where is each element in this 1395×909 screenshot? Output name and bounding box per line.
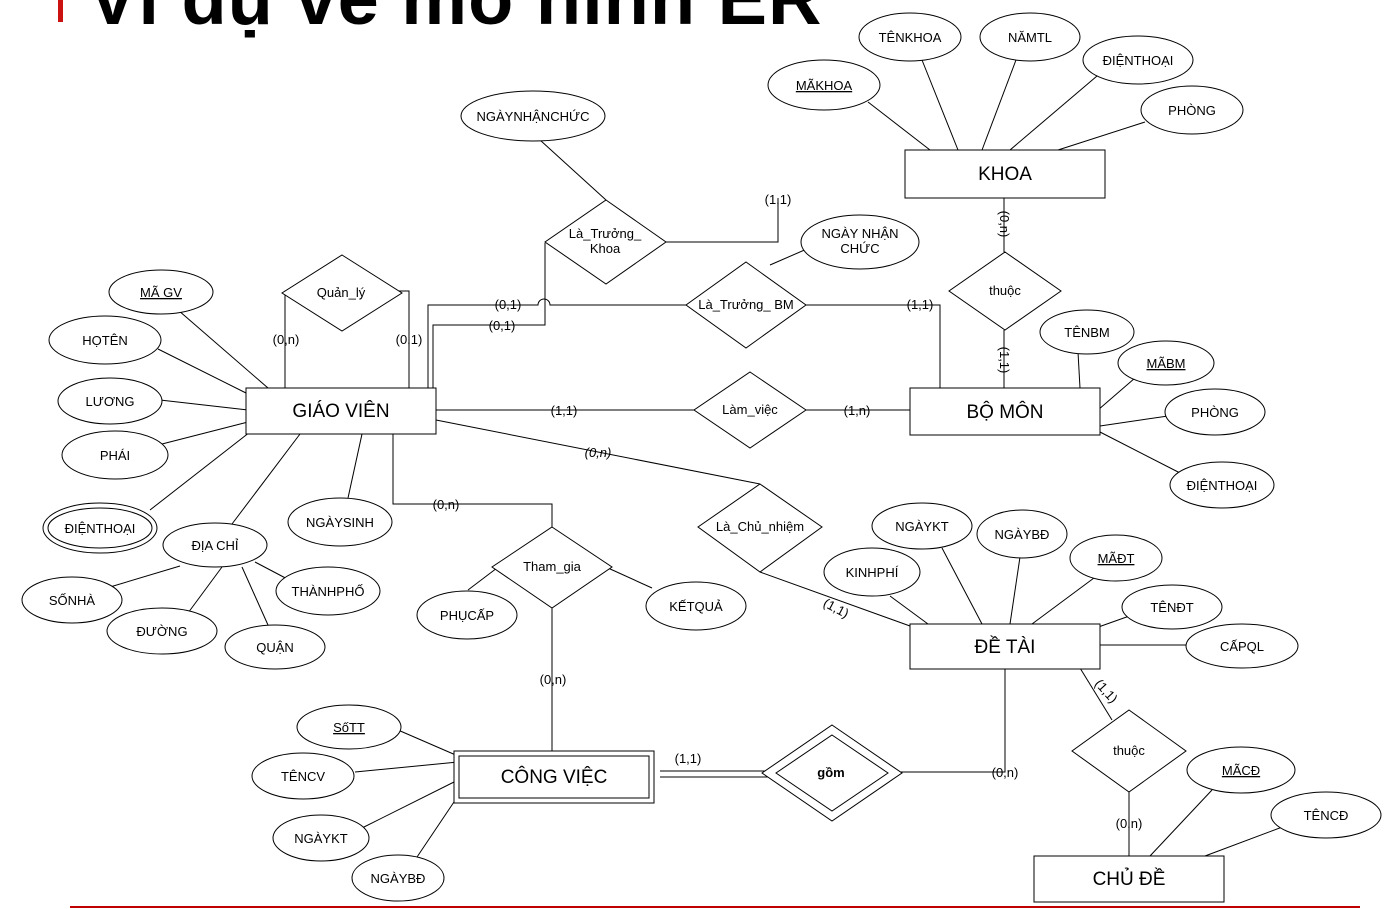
relationship-thuoc-khoa-label: thuộc [989, 283, 1021, 298]
card-thuoc-dt: (1,1) [1092, 676, 1121, 706]
entity-de-tai: ĐỀ TÀI [909, 623, 1101, 670]
entity-bo-mon-label: BỘ MÔN [966, 401, 1043, 423]
entity-khoa-label: KHOA [978, 164, 1032, 185]
attr-khoa-phong: PHÒNG [1168, 103, 1216, 118]
entity-cong-viec: CÔNG VIỆC [453, 750, 655, 804]
attr-ngay-nhan-chuc: NGÀYNHẬNCHỨC [477, 109, 590, 124]
relationship-quan-ly-label: Quản_lý [317, 285, 366, 300]
attr-kinh-phi: KINHPHÍ [846, 565, 899, 580]
relationship-quan-ly: Quản_lý [281, 254, 403, 332]
relationship-lam-viec-label: Làm_việc [722, 402, 778, 417]
attr-ma-khoa: MÃKHOA [796, 78, 853, 93]
attr-ngay-sinh: NGÀYSINH [306, 515, 374, 530]
attr-quan: QUẬN [256, 640, 294, 655]
relationship-la-truong-bm: Là_Trưởng_ BM [685, 261, 807, 349]
card-ltbm-gv-1: (0,1) [495, 297, 522, 312]
relationship-gom-label: gồm [817, 765, 844, 780]
entity-cong-viec-label: CÔNG VIỆC [501, 766, 608, 788]
attr-ten-bm: TÊNBM [1064, 325, 1110, 340]
relationship-la-chu-nhiem: Là_Chủ_nhiệm [697, 483, 823, 573]
relationship-thuoc-khoa: thuộc [948, 251, 1062, 331]
attr-thanh-pho: THÀNHPHỐ [292, 584, 365, 599]
attr-ngay-nhan-line2: CHỨC [840, 241, 879, 256]
relationship-la-chu-nhiem-label: Là_Chủ_nhiệm [716, 519, 804, 534]
card-ltbm-gv-2: (0,1) [489, 318, 516, 333]
relationship-thuoc-chu-de-label: thuộc [1113, 743, 1145, 758]
card-ltk-khoa: (1,1) [765, 192, 792, 207]
attribute-ellipses: MÃKHOA TÊNKHOA NĂMTL ĐIỆNTHOẠI PHÒNG NGÀ… [21, 12, 1382, 902]
card-lcn-dt: (1,1) [821, 595, 852, 621]
attr-phu-cap: PHỤCẤP [440, 608, 494, 623]
attr-nam-tl: NĂMTL [1008, 30, 1052, 45]
attr-ten-cd: TÊNCĐ [1304, 808, 1349, 823]
card-tham-gia-cv: (0,n) [540, 672, 567, 687]
card-quan-ly-a: (0,n) [273, 332, 300, 347]
relationship-thuoc-chu-de: thuộc [1071, 709, 1187, 793]
attr-dt-ngay-kt: NGÀYKT [895, 519, 949, 534]
relationship-la-truong-bm-label: Là_Trưởng_ BM [698, 297, 794, 312]
card-tham-gia-gv: (0,n) [433, 497, 460, 512]
entity-chu-de: CHỦ ĐỀ [1033, 855, 1225, 903]
title-accent-bar [58, 0, 63, 22]
attr-cap-ql: CẤPQL [1220, 639, 1264, 654]
attr-ket-qua: KẾTQUẢ [669, 599, 723, 614]
attr-ten-dt: TÊNĐT [1150, 600, 1193, 615]
attr-ma-bm: MÃBM [1147, 356, 1186, 371]
relationship-la-truong-khoa-label-2: Khoa [590, 241, 621, 256]
card-thuoc-cd: (0,n) [1116, 816, 1143, 831]
attr-ngay-nhan-line1: NGÀY NHẬN [821, 226, 898, 241]
attr-duong: ĐƯỜNG [136, 624, 187, 639]
card-quan-ly-b: (0,1) [396, 332, 423, 347]
card-lcn-gv: (0,n) [585, 445, 612, 460]
attr-so-nha: SỐNHÀ [49, 593, 96, 608]
entity-giao-vien: GIÁO VIÊN [245, 387, 437, 435]
attr-cv-ngay-kt: NGÀYKT [294, 831, 348, 846]
entity-giao-vien-label: GIÁO VIÊN [292, 400, 389, 422]
attr-cv-ngay-bd: NGÀYBĐ [371, 871, 426, 886]
attr-phai: PHÁI [100, 448, 130, 463]
entity-bo-mon: BỘ MÔN [909, 387, 1101, 436]
relationship-tham-gia: Tham_gia [491, 526, 613, 609]
card-thuoc-khoa: (0,n) [997, 211, 1012, 238]
relationship-tham-gia-label: Tham_gia [523, 559, 582, 574]
relationship-la-truong-khoa-label-1: Là_Trưởng_ [569, 226, 642, 241]
attr-dt-ngay-bd: NGÀYBĐ [995, 527, 1050, 542]
footer-divider [70, 906, 1360, 908]
attr-ho-ten: HỌTÊN [82, 333, 128, 348]
attr-luong: LƯƠNG [86, 394, 135, 409]
attr-gv-dien-thoai: ĐIỆNTHOẠI [65, 521, 136, 536]
attr-bm-phong: PHÒNG [1191, 405, 1239, 420]
relationship-lam-viec: Làm_việc [693, 371, 807, 449]
attr-ma-cd: MÃCĐ [1222, 763, 1260, 778]
card-thuoc-bm: (1,1) [997, 347, 1012, 374]
entity-khoa: KHOA [904, 149, 1106, 199]
attr-ten-khoa: TÊNKHOA [879, 30, 942, 45]
card-gom-cv: (1,1) [675, 751, 702, 766]
attr-ma-gv: MÃ GV [140, 285, 182, 300]
attr-ten-cv: TÊNCV [281, 769, 325, 784]
relationship-gom: gồm [761, 724, 903, 822]
slide-title: Ví dụ về mô hình ER [88, 0, 822, 36]
relationship-la-truong-khoa: Là_Trưởng_ Khoa [544, 199, 667, 285]
card-lam-viec-bm: (1,n) [844, 403, 871, 418]
entity-chu-de-label: CHỦ ĐỀ [1093, 868, 1166, 890]
entity-de-tai-label: ĐỀ TÀI [975, 636, 1036, 658]
attr-ma-dt: MÃĐT [1098, 551, 1135, 566]
card-lam-viec-gv: (1,1) [551, 403, 578, 418]
card-ltbm-bm: (1,1) [907, 297, 934, 312]
card-gom-dt: (0,n) [992, 765, 1019, 780]
attr-bm-dien-thoai: ĐIỆNTHOẠI [1187, 478, 1258, 493]
attr-so-tt: SốTT [333, 720, 365, 735]
attr-khoa-dien-thoai: ĐIỆNTHOẠI [1103, 53, 1174, 68]
attr-dia-chi: ĐỊA CHỈ [192, 538, 239, 553]
